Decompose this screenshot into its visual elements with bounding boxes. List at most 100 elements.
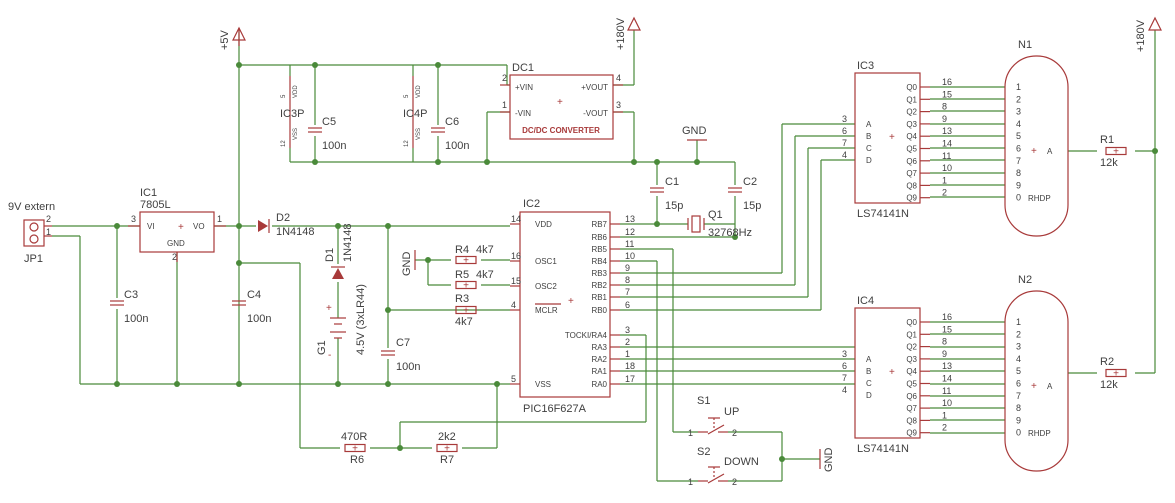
ic2-pin-num-rb3: 9 — [625, 263, 630, 273]
tube-pin-num: 0 — [1016, 193, 1021, 203]
capacitor-c1: C1 15p — [649, 176, 683, 212]
capacitor-c3: C3 100n — [109, 289, 148, 325]
decoder-ic3: IC3LS74141N+A3B6C7D4Q016Q115Q28Q39Q413Q5… — [842, 60, 952, 220]
ic2-pin-label-mclr: MCLR — [535, 306, 558, 315]
decoder-input-num-a: 3 — [842, 349, 847, 359]
dc1-plus-vout: +VOUT — [581, 83, 608, 92]
c2-name: C2 — [743, 176, 757, 188]
r1-name: R1 — [1100, 134, 1114, 146]
r5-name: R5 — [455, 269, 469, 281]
tube-pin-num: 2 — [1016, 329, 1021, 339]
s2-pin1: 1 — [688, 477, 693, 487]
decoder-output-label-q3: Q3 — [906, 120, 917, 129]
connector-ref: JP1 — [24, 253, 43, 265]
ic2-value: PIC16F627A — [523, 403, 587, 415]
decoder-input-num-d: 4 — [842, 385, 847, 395]
diode-d1: D1 1N4148 — [324, 223, 354, 279]
tube-rhdp-label: RHDP — [1028, 194, 1051, 203]
r4-name: R4 — [455, 244, 469, 256]
decoder-input-label-c: C — [866, 144, 872, 153]
tube-pin-num: 0 — [1016, 428, 1021, 438]
svg-text:-: - — [328, 350, 331, 361]
c4-name: C4 — [247, 289, 261, 301]
r5-value: 4k7 — [476, 269, 494, 281]
d1-name: D1 — [324, 248, 336, 262]
dc1-pin-minus-vin: 1 — [502, 100, 507, 110]
decoder-input-label-b: B — [866, 132, 871, 141]
d2-value: 1N4148 — [276, 226, 315, 238]
ic2-pin-label-osc1: OSC1 — [535, 257, 557, 266]
decoder-output-label-q6: Q6 — [906, 392, 917, 401]
decoder-value: LS74141N — [857, 443, 909, 455]
svg-text:+: + — [568, 296, 574, 307]
ic2-pin-label-rb4: RB4 — [591, 257, 607, 266]
ic2-pin-num-vdd: 14 — [511, 214, 521, 224]
ic1-vo: VO — [193, 222, 205, 231]
decoder-input-label-a: A — [866, 355, 872, 364]
decoder-output-label-q0: Q0 — [906, 318, 917, 327]
c3-value: 100n — [124, 313, 148, 325]
decoder-input-label-c: C — [866, 379, 872, 388]
ic1-name: IC1 — [140, 187, 157, 199]
tube-rhdp-label: RHDP — [1028, 429, 1051, 438]
decoder-input-label-b: B — [866, 367, 871, 376]
r2-value: 12k — [1100, 379, 1118, 391]
ic4p-vss: VSS — [416, 128, 422, 140]
ic1-pin-out: 1 — [217, 214, 222, 224]
g1-name: G1 — [316, 340, 328, 355]
ic2-pin-label-osc2: OSC2 — [535, 282, 557, 291]
r3-value: 4k7 — [455, 316, 473, 328]
decoder-output-label-q1: Q1 — [906, 330, 917, 339]
ic2-pin-label-rb6: RB6 — [591, 233, 607, 242]
gnd-osc-label: GND — [401, 252, 413, 277]
svg-text:+: + — [557, 97, 563, 108]
supply-180v-anode-label: +180V — [1135, 19, 1147, 52]
decoder-output-label-q5: Q5 — [906, 380, 917, 389]
tube-pin-num: 3 — [1016, 107, 1021, 117]
decoder-output-label-q4: Q4 — [906, 367, 917, 376]
dc1-name: DC1 — [512, 62, 534, 74]
resistor-r6: 470R R6 — [341, 431, 367, 466]
c5-name: C5 — [322, 116, 336, 128]
decoder-output-num-q4: 13 — [942, 361, 952, 371]
ic2-pin-label-ra2: RA2 — [591, 355, 607, 364]
r6-name: R6 — [350, 454, 364, 466]
decoder-input-num-b: 6 — [842, 126, 847, 136]
c4-value: 100n — [247, 313, 271, 325]
decoder-output-label-q8: Q8 — [906, 181, 917, 190]
svg-text:+: + — [326, 303, 332, 314]
gnd-top: GND — [682, 125, 707, 141]
s1-pin2: 2 — [732, 428, 737, 438]
decoder-output-num-q9: 2 — [942, 423, 947, 433]
decoder-output-num-q2: 8 — [942, 337, 947, 347]
decoder-output-num-q1: 15 — [942, 324, 952, 334]
ic2-pin-num-rb1: 7 — [625, 287, 630, 297]
supply-5v-label: +5V — [219, 29, 231, 50]
r7-name: R7 — [440, 454, 454, 466]
decoder-output-num-q4: 13 — [942, 126, 952, 136]
supply-180v-dc1: +180V — [615, 16, 641, 50]
c5-value: 100n — [322, 140, 346, 152]
tube-pin-num: 1 — [1016, 317, 1021, 327]
s2-pin2: 2 — [732, 477, 737, 487]
decoder-input-num-d: 4 — [842, 150, 847, 160]
svg-text:+: + — [889, 367, 895, 378]
resistor-r5: R5 4k7 — [455, 269, 494, 293]
decoder-name: IC4 — [857, 295, 874, 307]
svg-text:+: + — [1031, 146, 1037, 157]
ic2-pin-num-mclr: 4 — [511, 300, 516, 310]
svg-text:+: + — [1031, 381, 1037, 392]
ic2-name: IC2 — [523, 198, 540, 210]
switch-s2: S2 DOWN 1 2 — [688, 446, 759, 487]
ic2-pin-label-ra1: RA1 — [591, 367, 607, 376]
resistor-r2: R2 12k — [1100, 356, 1127, 391]
c7-value: 100n — [396, 361, 420, 373]
dc1-pin-plus-vout: 4 — [616, 73, 621, 83]
s1-value: UP — [724, 406, 739, 418]
gnd-switches: GND — [819, 448, 835, 472]
capacitor-c7: C7 100n — [380, 337, 420, 373]
decoder-input-label-d: D — [866, 156, 872, 165]
s2-value: DOWN — [724, 456, 759, 468]
